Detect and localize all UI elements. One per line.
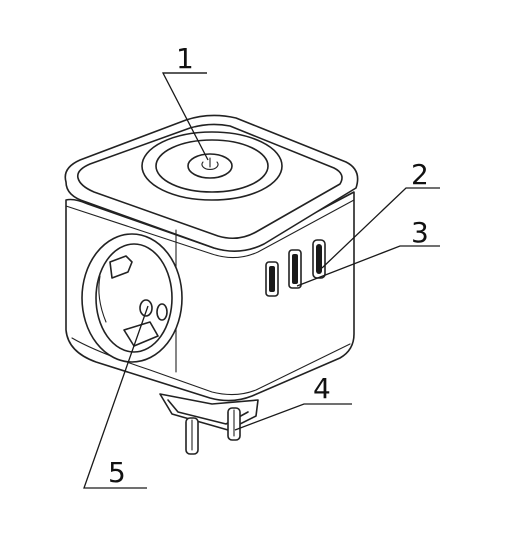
euro-socket <box>81 233 183 363</box>
power-icon <box>201 157 219 170</box>
callout-3: 3 <box>411 216 429 249</box>
leader-5 <box>83 305 149 489</box>
body-bottom-line <box>71 337 351 396</box>
leader-lines <box>83 72 440 489</box>
power-button <box>141 131 283 201</box>
plug-pins <box>159 393 259 455</box>
socket-recess <box>81 233 183 363</box>
button-middle-ring <box>155 139 269 193</box>
socket-face <box>95 243 173 353</box>
leader-3 <box>296 245 440 287</box>
pin-hole-right <box>156 303 168 321</box>
callout-4: 4 <box>313 372 331 405</box>
top-cap <box>64 114 359 252</box>
leader-4 <box>234 403 352 431</box>
seam-line <box>65 199 355 259</box>
usb-ports <box>265 239 326 297</box>
leader-2 <box>321 187 440 269</box>
callout-1: 1 <box>176 42 194 75</box>
callout-2: 2 <box>411 158 429 191</box>
ground-clip-top <box>109 255 133 279</box>
button-outer-ring <box>141 131 283 201</box>
top-cap-rim <box>76 123 343 240</box>
pin-hole-left <box>139 299 153 317</box>
callout-labels: 1 2 3 4 5 <box>108 42 429 489</box>
callout-5: 5 <box>108 456 126 489</box>
